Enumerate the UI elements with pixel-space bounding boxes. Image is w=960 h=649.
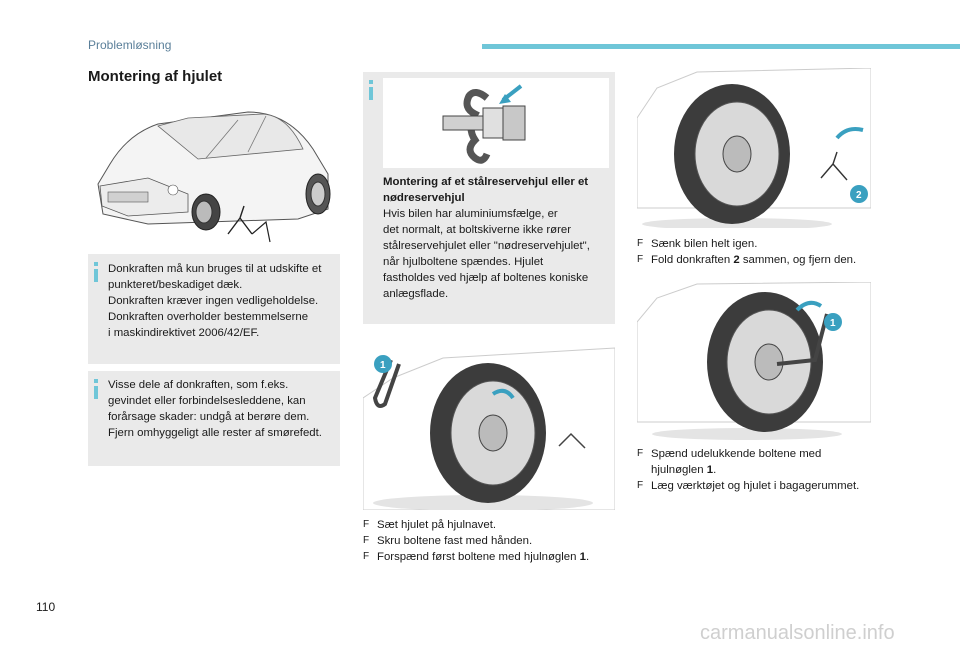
step-marker: F <box>637 254 644 265</box>
tighten-bolts-illustration: 1 <box>637 282 871 442</box>
info-title-line: nødreservehjul <box>383 192 465 204</box>
list-item: F Sæt hjulet på hjulnavet. <box>363 517 623 533</box>
callout-badge-1 <box>824 313 842 331</box>
page-title: Montering af hjulet <box>88 68 223 85</box>
list-item: F Fold donkraften 2 sammen, og fjern den… <box>637 252 907 268</box>
info-icon-bar <box>94 269 98 282</box>
info-text-grease: Visse dele af donkraften, som f.eks. gev… <box>108 377 338 441</box>
list-item: F Forspænd først boltene med hjulnøglen … <box>363 549 623 565</box>
info-line: Donkraften må kun bruges til at udskifte… <box>108 263 322 275</box>
wheel-mounting-illustration: 1 <box>363 338 615 510</box>
info-icon-bar <box>369 87 373 100</box>
step-text: Fold donkraften <box>651 254 734 266</box>
steps-lower-car: F Sænk bilen helt igen. F Fold donkrafte… <box>637 236 907 268</box>
info-line: Fjern omhyggeligt alle rester af smørefe… <box>108 427 322 439</box>
step-text-after: sammen, og fjern den. <box>739 254 857 266</box>
lower-jack-illustration: 2 <box>637 68 871 228</box>
wheel-bolt-illustration <box>383 78 609 168</box>
step-marker: F <box>363 551 370 562</box>
steps-mount-wheel: F Sæt hjulet på hjulnavet. F Skru bolten… <box>363 517 623 565</box>
info-line: Donkraften overholder bestemmelserne <box>108 311 309 323</box>
step-text: Læg værktøjet og hjulet i bagagerummet. <box>651 480 860 492</box>
info-line: når hjulboltene spændes. Hjulet <box>383 256 544 268</box>
info-line: gevindet eller forbindelsesleddene, kan <box>108 395 306 407</box>
step-text: Spænd udelukkende boltene med <box>651 448 822 460</box>
info-line: punkteret/beskadiget dæk. <box>108 279 243 291</box>
step-text: Sæt hjulet på hjulnavet. <box>377 519 497 531</box>
info-icon <box>94 379 98 383</box>
info-icon <box>94 262 98 266</box>
step-text: Sænk bilen helt igen. <box>651 238 758 250</box>
info-line: anlægsflade. <box>383 288 449 300</box>
info-icon-bar <box>94 386 98 399</box>
step-bold: 1 <box>579 551 586 563</box>
watermark: carmanualsonline.info <box>700 622 895 644</box>
info-box-grease-warning: Visse dele af donkraften, som f.eks. gev… <box>88 371 340 466</box>
info-line: Hvis bilen har aluminiumsfælge, er <box>383 208 558 220</box>
info-line: stålreservehjulet eller "nødreservehjule… <box>383 240 590 252</box>
info-box-steel-spare: Montering af et stålreservehjul eller et… <box>363 72 615 324</box>
step-text: Skru boltene fast med hånden. <box>377 535 533 547</box>
step-marker: F <box>363 519 370 530</box>
step-marker: F <box>637 448 644 459</box>
info-icon <box>369 80 373 84</box>
info-line: i maskindirektivet 2006/42/EF. <box>108 327 260 339</box>
info-box-jack-usage: Donkraften må kun bruges til at udskifte… <box>88 254 340 364</box>
list-item: F Læg værktøjet og hjulet i bagagerummet… <box>637 478 917 494</box>
step-text-after: . <box>585 551 590 563</box>
callout-badge-1-label: 1 <box>830 318 836 329</box>
info-text-steel: Montering af et stålreservehjul eller et… <box>383 174 613 302</box>
list-item: F Spænd udelukkende boltene med <box>637 446 917 462</box>
info-line: Visse dele af donkraften, som f.eks. <box>108 379 289 391</box>
info-line: det normalt, at boltskiverne ikke rører <box>383 224 572 236</box>
callout-badge-2 <box>850 185 868 203</box>
callout-badge-1 <box>374 355 392 373</box>
step-text-after: . <box>713 464 717 476</box>
step-marker: F <box>637 480 644 491</box>
list-item: F Sænk bilen helt igen. <box>637 236 907 252</box>
step-marker: F <box>637 238 644 249</box>
info-line: forårsage skader: undgå at berøre dem. <box>108 411 310 423</box>
callout-badge-2-label: 2 <box>856 190 862 201</box>
list-item-continuation: hjulnøglen 1. <box>637 462 917 478</box>
steps-tighten-bolts: F Spænd udelukkende boltene med hjulnøgl… <box>637 446 917 494</box>
header-accent-bar <box>482 44 960 49</box>
step-marker: F <box>363 535 370 546</box>
car-jack-illustration <box>88 94 338 250</box>
page-number: 110 <box>36 600 56 614</box>
step-bold: 2 <box>733 254 740 266</box>
info-text-jack: Donkraften må kun bruges til at udskifte… <box>108 261 338 341</box>
callout-badge-1-label: 1 <box>380 360 386 371</box>
info-line: fastholdes ved hjælp af boltenes koniske <box>383 272 589 284</box>
section-header: Problemløsning <box>88 38 172 52</box>
list-item: F Skru boltene fast med hånden. <box>363 533 623 549</box>
info-line: Donkraften kræver ingen vedligeholdelse. <box>108 295 319 307</box>
step-text: hjulnøglen <box>651 464 707 476</box>
step-bold: 1 <box>706 464 714 476</box>
info-title-line: Montering af et stålreservehjul eller et <box>383 176 589 188</box>
step-text: Forspænd først boltene med hjulnøglen <box>377 551 580 563</box>
